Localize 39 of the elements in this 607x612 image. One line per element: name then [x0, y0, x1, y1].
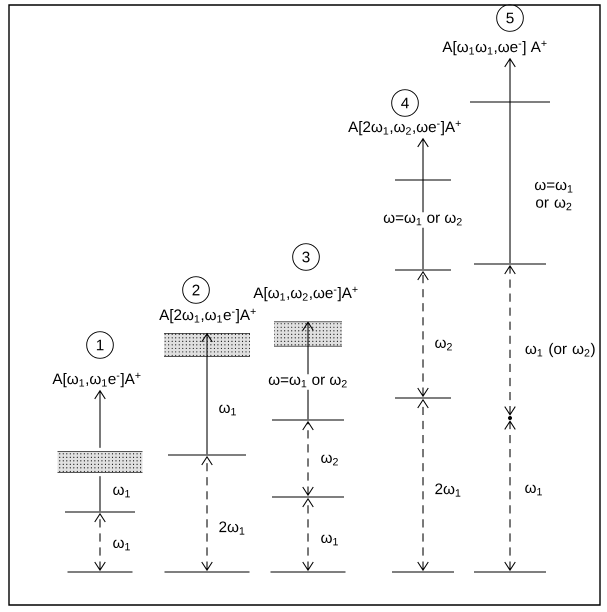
edge-label: ω$_{1}$ [321, 534, 338, 546]
edge-label: 2ω$_{1}$ [219, 521, 244, 535]
continuum-band [274, 322, 342, 346]
transition-arrow [94, 512, 106, 572]
edge-label: ω$_{2}$ [321, 454, 338, 466]
transition-arrow [201, 332, 213, 454]
edge-label: ω$_{2}$ [435, 340, 452, 350]
transition-arrow [417, 138, 429, 270]
transition-arrow [417, 270, 429, 398]
circled-number: 1 [86, 331, 114, 359]
transition-arrow [302, 498, 314, 572]
edge-label: ω=ω$_{1}$ or ω$_{2}$ [380, 212, 466, 228]
continuum-band [164, 333, 250, 357]
edge-label: ω$_{1}$ (or ω$_{2}$) [526, 342, 595, 358]
transition-arrow [94, 390, 106, 448]
transition-arrow [201, 456, 213, 572]
transition-arrow [417, 398, 429, 572]
circled-number: 4 [391, 89, 419, 117]
circled-number: 2 [182, 276, 210, 304]
ion-formula: A[ω$_{1}$ω$_{1}$,ωe$^{-}$] A$^{+}$ [442, 40, 547, 56]
edge-label: ω=ω$_{1}$ or ω$_{2}$ [266, 374, 350, 390]
transition-arrow [504, 420, 516, 572]
circled-number: 3 [292, 243, 320, 271]
edge-label: ω$_{1}$ [525, 484, 542, 496]
ion-formula: A[2ω$_{1}$,ω$_{2}$,ωe$^{-}$]A$^{+}$ [348, 120, 461, 136]
ion-formula: A[ω$_{1}$,ω$_{1}$e$^{-}$]A$^{+}$ [52, 372, 140, 388]
continuum-band [58, 451, 142, 473]
crossing-point [508, 416, 512, 420]
edge-label: ω$_{1}$ [113, 540, 130, 550]
edge-label: ω$_{1}$ [113, 486, 130, 498]
transition-arrow [504, 264, 516, 416]
transition-arrow [302, 420, 314, 496]
ion-formula: A[2ω$_{1}$,ω$_{1}$e$^{-}$]A$^{+}$ [159, 308, 256, 324]
transition-arrow [504, 58, 516, 264]
edge-label: ω=ω$_{1}$ or ω$_{2}$ [534, 182, 572, 210]
edge-label: 2ω$_{1}$ [435, 483, 460, 497]
edge-label: ω$_{1}$ [219, 404, 236, 416]
ion-formula: A[ω$_{1}$,ω$_{2}$,ωe$^{-}$]A$^{+}$ [253, 286, 358, 302]
circled-number: 5 [496, 4, 524, 32]
